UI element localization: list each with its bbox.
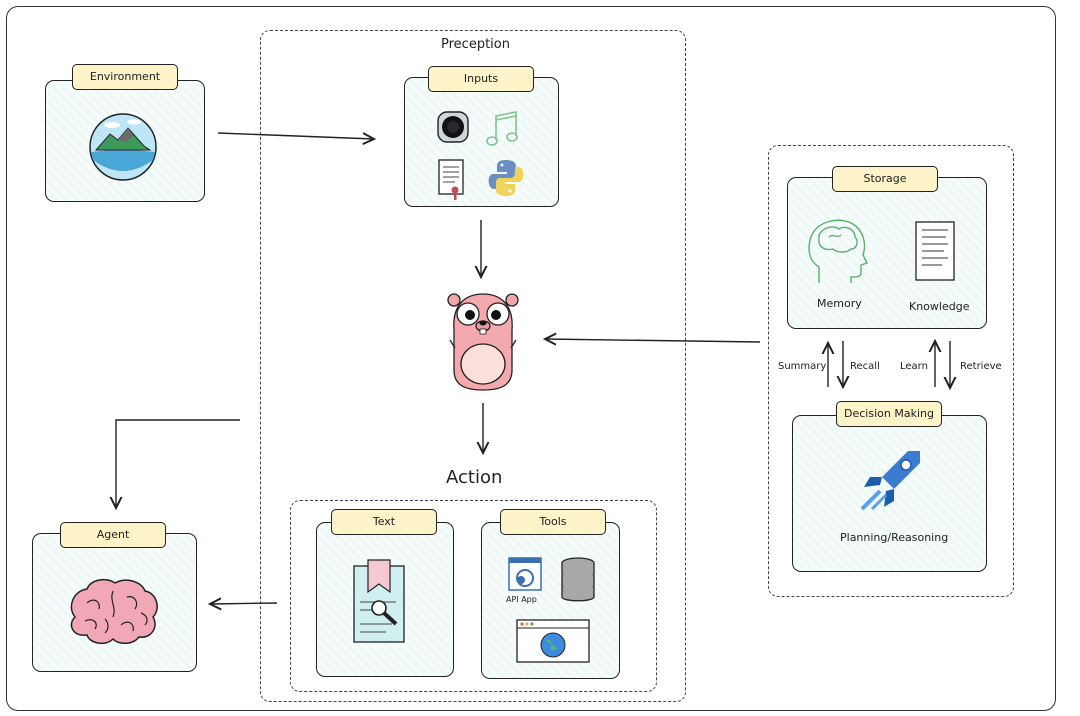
storage-tag: Storage bbox=[832, 166, 938, 192]
memory-label: Memory bbox=[817, 297, 862, 310]
agent-tag: Agent bbox=[60, 522, 166, 548]
web-browser-icon bbox=[516, 619, 590, 663]
planning-label: Planning/Reasoning bbox=[840, 531, 949, 544]
preception-title: Preception bbox=[441, 37, 510, 52]
preception-group bbox=[260, 30, 686, 702]
action-title: Action bbox=[446, 467, 503, 488]
decision-tag: Decision Making bbox=[836, 401, 942, 427]
inputs-card bbox=[404, 77, 559, 207]
globe-island-icon bbox=[89, 113, 157, 181]
gopher-mascot-icon bbox=[447, 293, 519, 391]
inputs-tag: Inputs bbox=[428, 66, 534, 92]
brain-head-icon bbox=[808, 219, 868, 283]
storage-group bbox=[768, 145, 1014, 597]
api-app-label: API App bbox=[506, 595, 537, 604]
learn-label: Learn bbox=[900, 361, 928, 372]
brain-icon bbox=[70, 578, 158, 645]
knowledge-label: Knowledge bbox=[909, 300, 970, 313]
summary-label: Summary bbox=[778, 361, 827, 372]
tools-tag: Tools bbox=[500, 509, 606, 535]
document-icon bbox=[438, 159, 464, 200]
rocket-icon bbox=[860, 451, 920, 511]
python-icon bbox=[488, 160, 524, 196]
recall-label: Recall bbox=[850, 361, 880, 372]
action-group bbox=[290, 500, 657, 692]
outer-frame bbox=[6, 6, 1056, 711]
environment-tag: Environment bbox=[72, 64, 178, 90]
notes-icon bbox=[915, 221, 955, 281]
api-app-icon bbox=[508, 557, 542, 591]
bookmark-search-icon bbox=[353, 559, 405, 643]
retrieve-label: Retrieve bbox=[960, 361, 1002, 372]
database-icon bbox=[561, 557, 595, 602]
music-note-icon bbox=[486, 111, 518, 146]
camera-icon bbox=[437, 111, 469, 143]
text-tag: Text bbox=[331, 509, 437, 535]
